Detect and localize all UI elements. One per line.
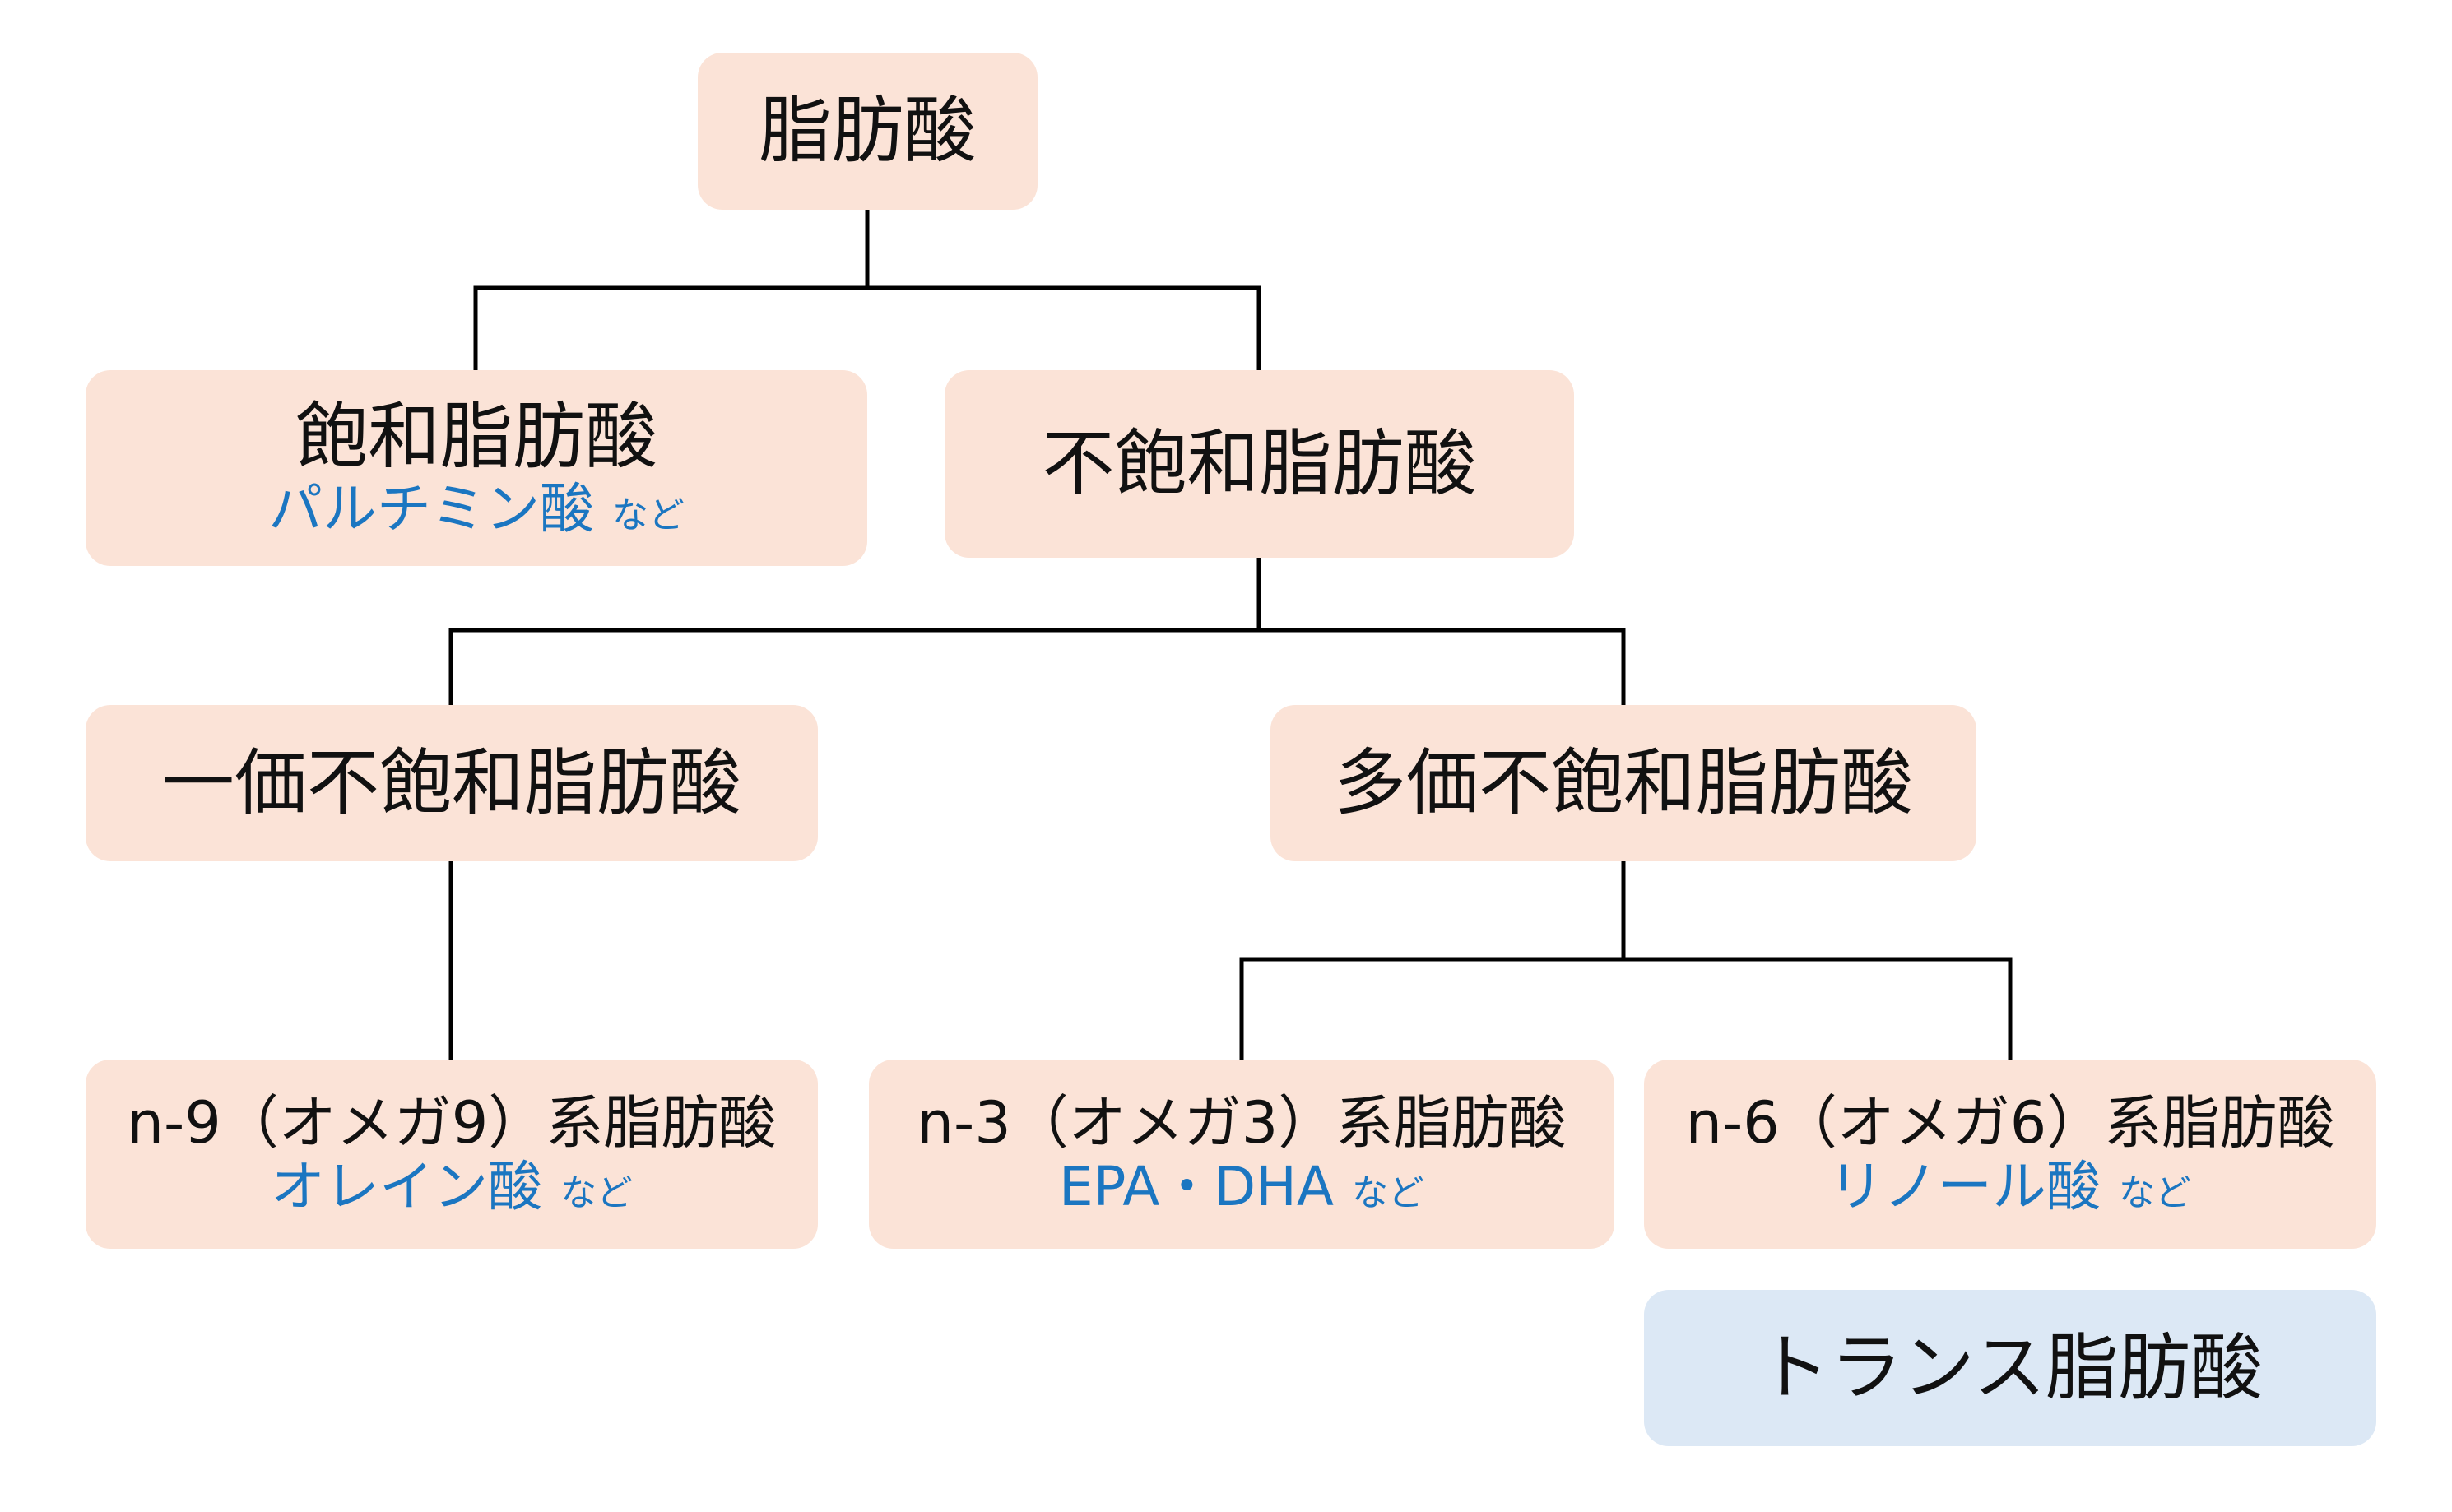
node-monounsaturated-fatty-acid: 一価不飽和脂肪酸: [86, 705, 818, 861]
node-example-line: パルチミン酸など: [268, 479, 685, 540]
node-n6-fatty-acid: n-6（オメガ6）系脂肪酸 リノール酸など: [1644, 1060, 2376, 1249]
node-label: n-6（オメガ6）系脂肪酸: [1685, 1088, 2335, 1157]
node-example-line: オレイン酸など: [271, 1157, 633, 1217]
node-example-line: EPA・DHA など: [1059, 1157, 1424, 1217]
node-label: 多価不飽和脂肪酸: [1333, 740, 1913, 825]
node-fatty-acid: 脂肪酸: [698, 53, 1038, 210]
node-saturated-fatty-acid: 飽和脂肪酸 パルチミン酸など: [86, 370, 867, 566]
node-n9-fatty-acid: n-9（オメガ9）系脂肪酸 オレイン酸など: [86, 1060, 818, 1249]
node-unsaturated-fatty-acid: 不飽和脂肪酸: [945, 370, 1574, 558]
example-text: EPA・DHA: [1058, 1155, 1335, 1219]
node-label: 不飽和脂肪酸: [1042, 420, 1477, 506]
node-label: n-3（オメガ3）系脂肪酸: [917, 1088, 1567, 1157]
example-suffix: など: [1352, 1172, 1425, 1215]
node-label: 脂肪酸: [759, 88, 977, 174]
example-text: リノール酸: [1829, 1155, 2101, 1219]
example-suffix: など: [2119, 1172, 2191, 1215]
node-label: 飽和脂肪酸: [295, 393, 657, 479]
node-trans-fatty-acid: トランス脂肪酸: [1644, 1290, 2376, 1446]
node-label: 一価不飽和脂肪酸: [161, 740, 741, 825]
node-example-line: リノール酸など: [1829, 1157, 2191, 1217]
node-label: n-9（オメガ9）系脂肪酸: [127, 1088, 777, 1157]
node-polyunsaturated-fatty-acid: 多価不飽和脂肪酸: [1270, 705, 1976, 861]
node-n3-fatty-acid: n-3（オメガ3）系脂肪酸 EPA・DHA など: [869, 1060, 1614, 1249]
node-label: トランス脂肪酸: [1757, 1324, 2264, 1410]
example-suffix: など: [612, 494, 685, 537]
example-text: パルチミン酸: [268, 477, 594, 541]
example-text: オレイン酸: [271, 1155, 542, 1219]
example-suffix: など: [560, 1172, 633, 1215]
